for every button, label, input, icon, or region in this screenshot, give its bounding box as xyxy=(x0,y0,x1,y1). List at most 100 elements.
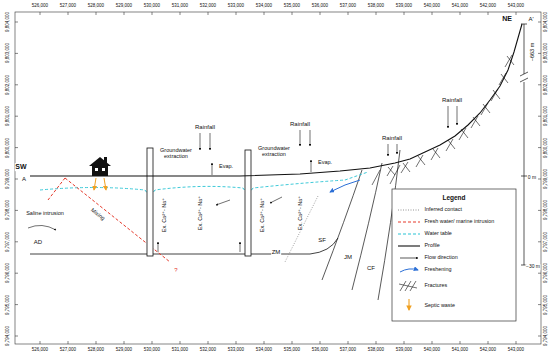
axis-tick-label: 543,000 xyxy=(507,348,524,353)
process-label: Ex. Ca²⁺- Na⁺ xyxy=(297,195,303,231)
axis-tick-label: 9,801,000 xyxy=(6,106,11,127)
axis-tick-label: 9,799,000 xyxy=(543,168,548,189)
process-label: Evap. xyxy=(317,159,332,165)
legend-sample-line xyxy=(399,281,417,291)
legend-sample xyxy=(400,269,418,272)
process-label: Groundwater extraction xyxy=(254,145,295,157)
process-label: Rainfall xyxy=(381,135,402,142)
axis-tick-label: 532,000 xyxy=(199,348,216,353)
legend-text: Profile xyxy=(424,243,440,249)
process-label: Rainfall xyxy=(194,124,215,131)
well xyxy=(147,148,153,256)
axis-tick-label: 530,000 xyxy=(143,4,160,9)
rain-arrow xyxy=(210,133,211,150)
axis-tick-label: 9,797,000 xyxy=(543,231,548,252)
rain-arrow xyxy=(310,130,311,146)
intrusion-line xyxy=(65,178,170,262)
legend-sample-line xyxy=(398,234,420,235)
flow-arrow xyxy=(240,242,241,252)
basement-line xyxy=(30,238,338,254)
process-label: Groundwater extraction xyxy=(156,147,197,159)
legend-samples xyxy=(398,210,420,310)
vertical-scale xyxy=(520,24,528,265)
axis-tick-label: 539,000 xyxy=(395,4,412,9)
legend-text: Fresh water/ marine intrusion xyxy=(424,219,495,225)
axis-tick-label: 538,000 xyxy=(367,348,384,353)
rain-arrow xyxy=(388,144,389,156)
evap-arrow xyxy=(212,163,213,175)
axis-tick-label: 531,000 xyxy=(171,348,188,353)
axis-tick-label: 528,000 xyxy=(87,348,104,353)
axis-tick-label: 9,795,000 xyxy=(6,294,11,315)
flow-arrow xyxy=(28,225,56,230)
flow-arrow xyxy=(270,197,282,203)
elevation-label: −30 m xyxy=(525,264,540,270)
freshening-arrow xyxy=(330,180,360,192)
axis-tick-label: 542,000 xyxy=(479,4,496,9)
legend-sample xyxy=(398,222,420,223)
axis-tick-label: 9,798,000 xyxy=(543,200,548,221)
profile-end-label: A' xyxy=(528,16,534,23)
axis-tick-label: 537,000 xyxy=(339,4,356,9)
unit-label: JM xyxy=(344,254,353,261)
legend-sample xyxy=(398,234,420,235)
axis-tick-label: 540,000 xyxy=(423,348,440,353)
legend-sample-line xyxy=(398,245,420,246)
axis-tick-label: 9,803,000 xyxy=(543,43,548,64)
uncertainty-mark: ? xyxy=(174,267,178,274)
rain-arrow xyxy=(397,144,398,154)
rain-arrow xyxy=(200,133,201,150)
septic-arrow xyxy=(94,178,96,190)
axis-tick-label: 9,802,000 xyxy=(6,74,11,95)
axis-tick-label: 534,000 xyxy=(255,348,272,353)
elevation-label: ~663 m xyxy=(529,42,535,62)
process-label: Saline intrusion xyxy=(26,210,65,216)
legend-sample-line xyxy=(408,299,409,310)
axis-tick-label: 531,000 xyxy=(171,4,188,9)
rain-arrow xyxy=(300,130,301,146)
legend-sample-line xyxy=(400,269,418,272)
axis-tick-label: 9,804,000 xyxy=(6,11,11,32)
axis-tick-label: 9,803,000 xyxy=(6,43,11,64)
tick-marks xyxy=(15,12,541,344)
legend-text: Inferred contact xyxy=(424,207,462,213)
axis-tick-label: 527,000 xyxy=(59,4,76,9)
legend-sample xyxy=(400,258,418,259)
process-label: Ex. Ca²⁺- Na⁺ xyxy=(197,195,203,231)
axis-tick-label: 540,000 xyxy=(423,4,440,9)
evap-arrow xyxy=(311,160,312,172)
axis-tick-label: 9,799,000 xyxy=(6,168,11,189)
legend-text: Water table xyxy=(424,231,452,237)
legend-text: Fractures xyxy=(424,283,448,289)
axis-tick-label: 9,800,000 xyxy=(6,137,11,158)
axis-tick-label: 535,000 xyxy=(283,4,300,9)
unit-label: ZM xyxy=(271,249,281,256)
legend-sample-line xyxy=(398,210,420,211)
legend-sample xyxy=(398,246,420,247)
house-icon xyxy=(89,157,111,176)
process-label: Mixing xyxy=(89,206,106,221)
axis-tick-label: 541,000 xyxy=(451,4,468,9)
process-label: Rainfall xyxy=(289,121,310,128)
axis-tick-label: 527,000 xyxy=(59,348,76,353)
process-label: Rainfall xyxy=(441,97,462,104)
legend-text: Septic waste xyxy=(424,303,456,309)
fault-line xyxy=(322,170,362,280)
legend-sample xyxy=(399,281,417,291)
axis-tick-label: 543,000 xyxy=(507,4,524,9)
profile-end-label: A xyxy=(21,176,26,183)
intrusion-line xyxy=(48,178,65,200)
axis-tick-label: 528,000 xyxy=(87,4,104,9)
axis-tick-label: 9,796,000 xyxy=(6,263,11,284)
elevation-label: 0 m xyxy=(527,175,536,181)
legend-sample-line xyxy=(400,258,418,259)
well xyxy=(245,150,251,256)
direction-label: SW xyxy=(15,163,27,171)
legend-sample xyxy=(409,299,410,310)
axis-tick-label: 533,000 xyxy=(227,348,244,353)
axis-tick-label: 541,000 xyxy=(451,348,468,353)
process-label: Evap. xyxy=(218,163,233,169)
rain-arrow xyxy=(448,106,449,128)
